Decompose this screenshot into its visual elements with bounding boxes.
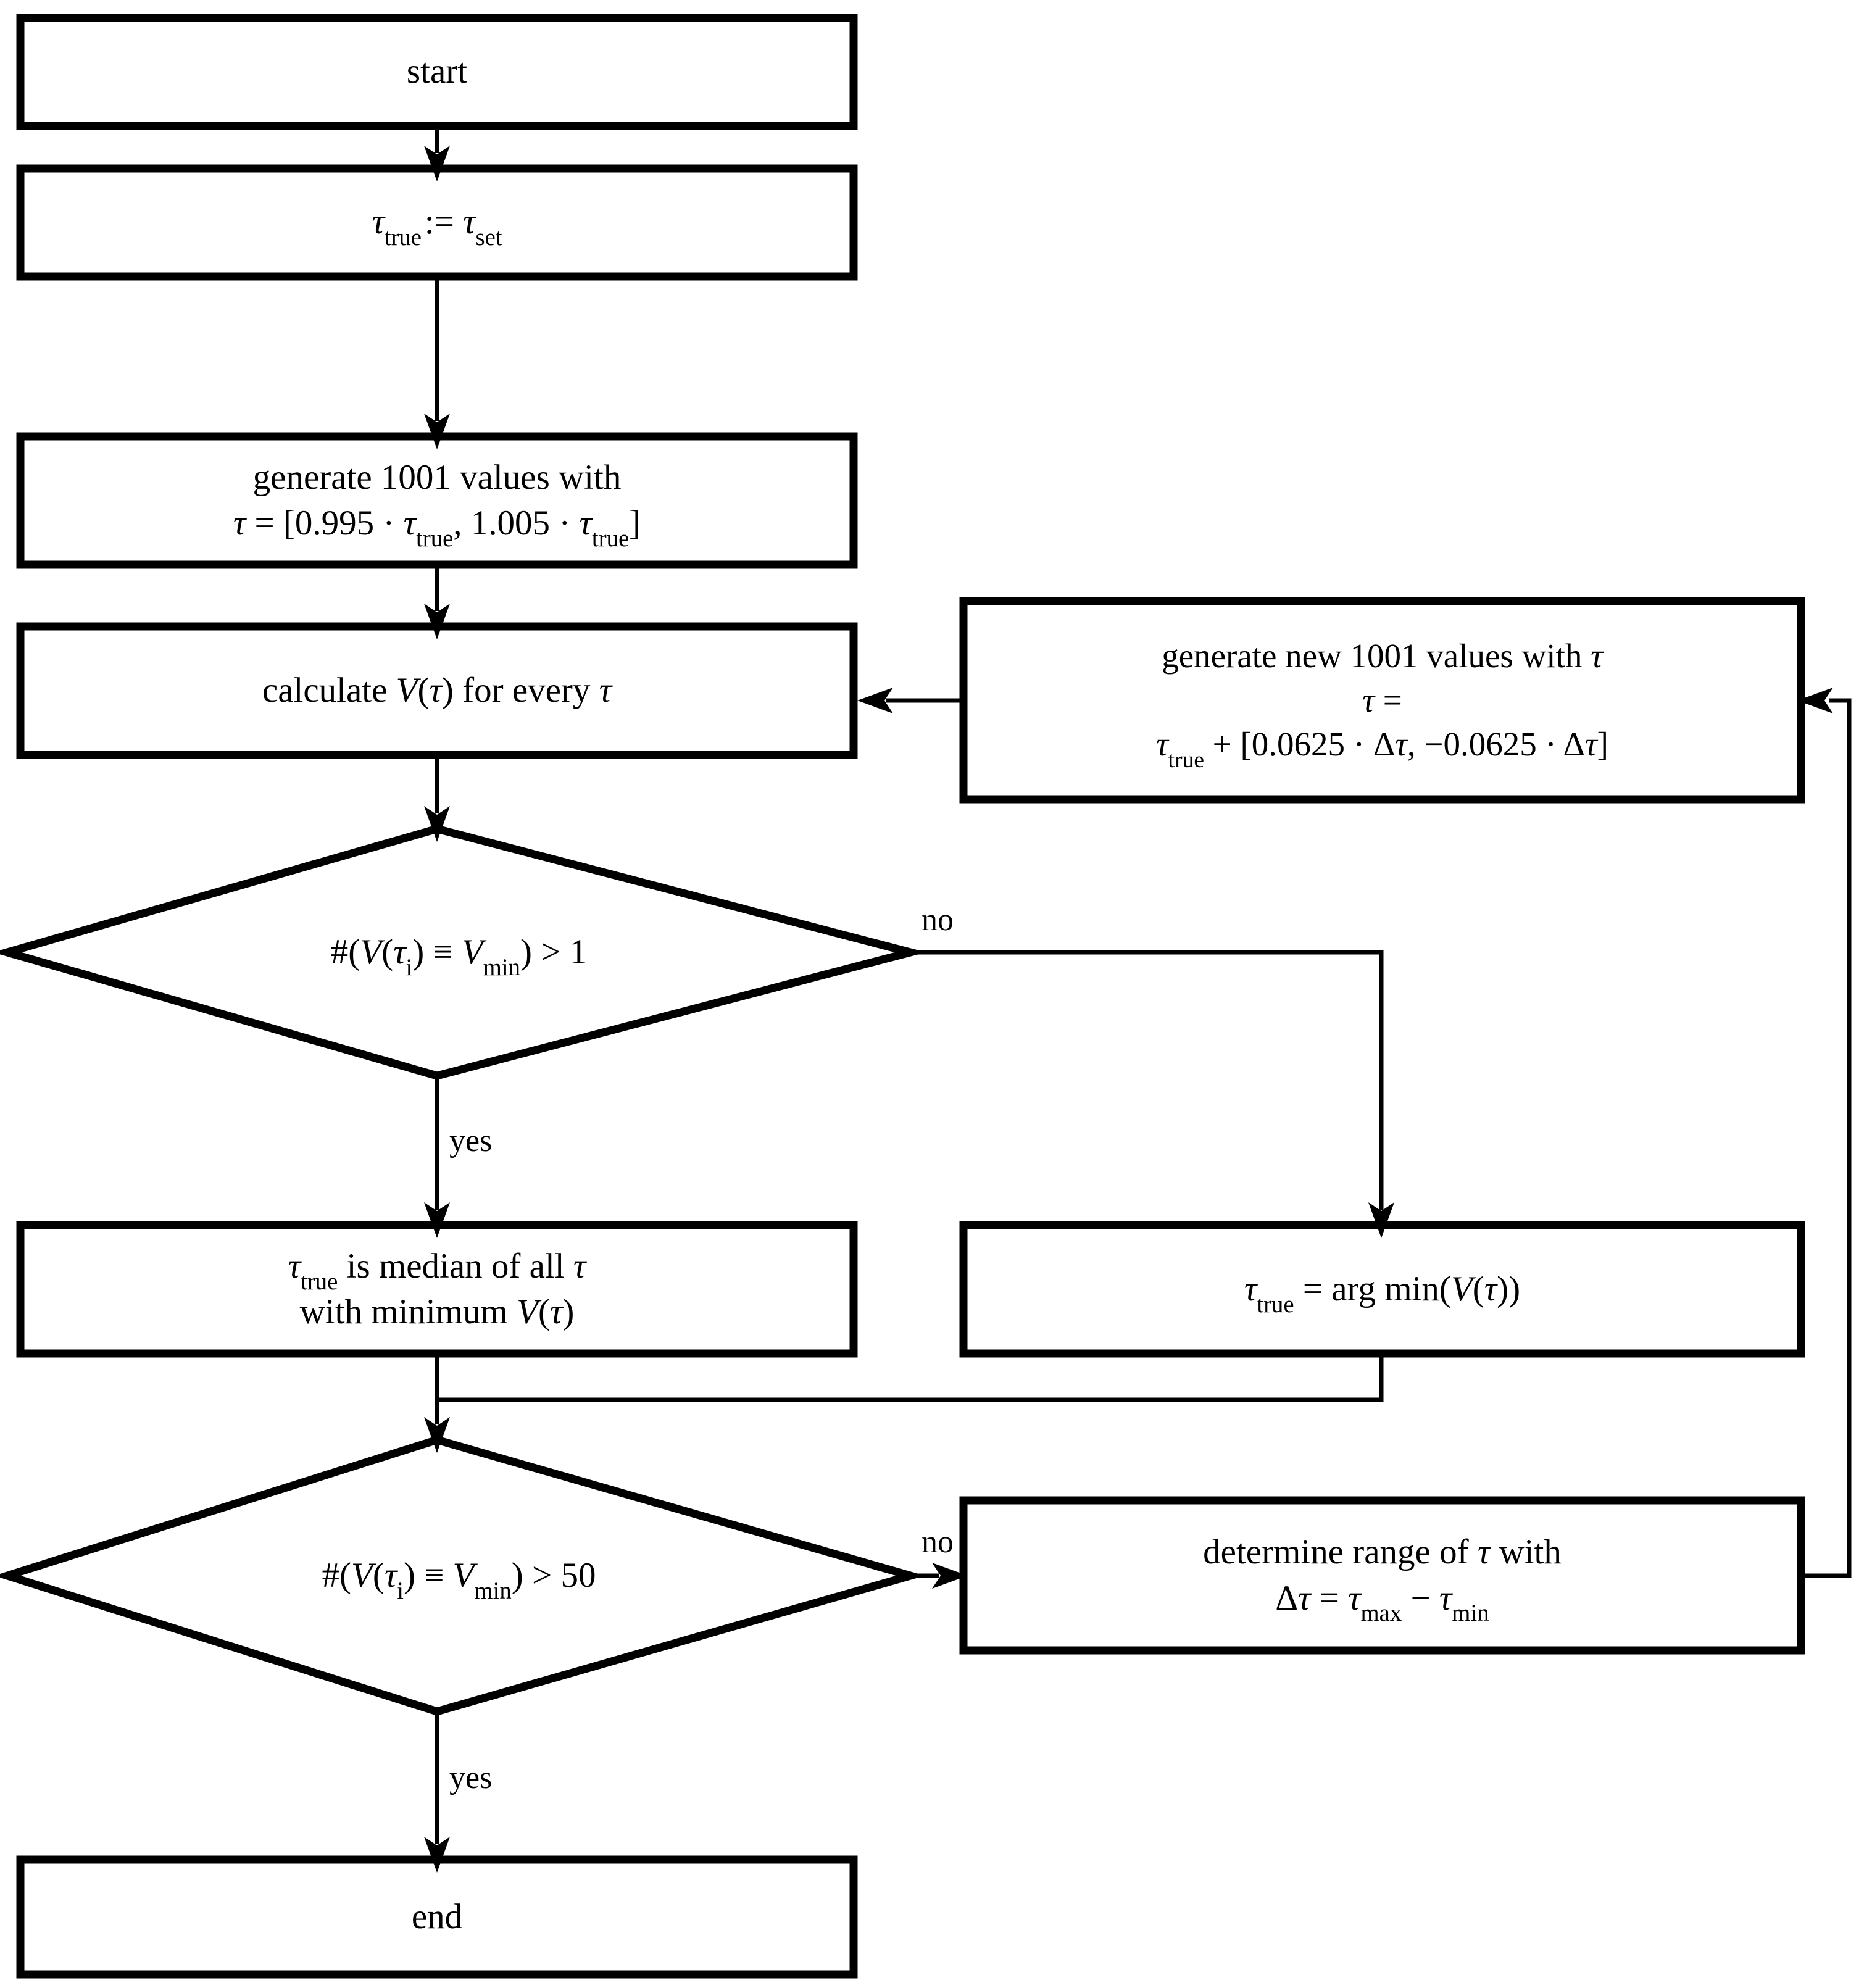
node-start-shape	[16, 14, 858, 130]
edge-label-yes-2: yes	[449, 1760, 493, 1795]
node-assign-tau-shape	[16, 164, 858, 281]
edge-argmin-to-merge	[437, 1354, 1384, 1402]
edge-assign-to-generate	[424, 277, 450, 449]
node-decision-gt-1-shape	[0, 825, 926, 1080]
node-end-shape	[16, 1855, 858, 1979]
node-determine-range-shape	[959, 1496, 1805, 1655]
edge-decision1-yes-to-median	[424, 1076, 450, 1238]
edge-start-to-assign	[424, 126, 450, 181]
edge-decision2-yes-to-end	[424, 1711, 450, 1873]
edge-generate-to-calculate	[424, 565, 450, 639]
node-argmin-tau-shape	[959, 1221, 1805, 1358]
node-calculate-v-shape	[16, 622, 858, 759]
edge-decision2-no-to-range	[910, 1563, 968, 1589]
edge-label-no-2: no	[921, 1524, 954, 1560]
edge-range-to-generate-new	[1797, 688, 1852, 1578]
edge-decision1-no-to-argmin	[910, 950, 1394, 1238]
edge-label-no-1: no	[921, 902, 954, 938]
node-decision-gt-50-shape	[0, 1436, 925, 1716]
edge-calculate-to-decision1	[424, 755, 450, 842]
edge-median-to-decision2	[424, 1354, 450, 1453]
node-median-tau-shape	[16, 1221, 858, 1358]
edge-label-yes-1: yes	[449, 1123, 493, 1158]
edge-generate-new-to-calculate	[857, 688, 963, 713]
node-generate-new-shape	[959, 597, 1805, 804]
node-generate-initial-shape	[16, 432, 858, 569]
